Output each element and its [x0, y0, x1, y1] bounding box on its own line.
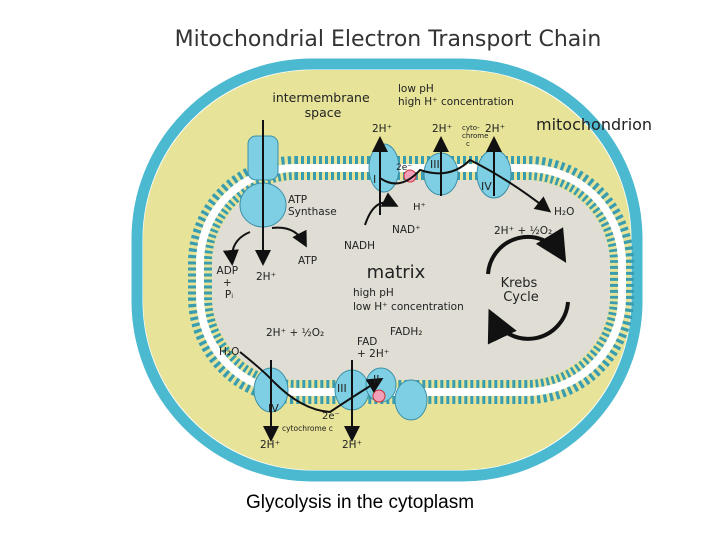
extra-complex-bottom — [394, 379, 428, 421]
cytochrome-c-top — [403, 169, 417, 183]
pi-label: Pᵢ — [225, 289, 233, 301]
cytochrome-c-bottom — [372, 389, 386, 403]
two-e-bottom-label: 2e⁻ — [322, 411, 340, 422]
two-h-matrix-label: 2H⁺ — [256, 271, 276, 283]
svg-text:high pH low H⁺ concentrati: high pH low H⁺ concentration — [353, 287, 464, 313]
high-ph-label: high pH — [353, 287, 394, 299]
complex-iv-top-label: IV — [481, 180, 492, 193]
complex-ii-bottom-label: II — [373, 373, 380, 386]
nadh-label: NADH — [344, 240, 375, 252]
intermembrane-label: intermembrane — [272, 90, 370, 105]
top-2h-1: 2H⁺ — [372, 123, 392, 135]
complex-i-top-label: I — [373, 173, 376, 186]
top-2h-3: 2H⁺ — [485, 123, 505, 135]
cycle-label: Cycle — [503, 290, 539, 305]
svg-text:cyto- chrome c: cyto- chrome c — [462, 124, 491, 148]
cytochrome-c-top-label-3: c — [466, 140, 470, 148]
low-h-concentration-label: low H⁺ concentration — [353, 301, 464, 313]
fad-label: FAD — [357, 336, 377, 348]
svg-text:intermembrane space: intermembrane space — [272, 90, 373, 120]
h-plus-label: H⁺ — [413, 202, 426, 213]
bottom-2h-1: 2H⁺ — [260, 439, 280, 451]
svg-text:low pH high H⁺ concentrati: low pH high H⁺ concentration — [398, 83, 514, 108]
bottom-2h-2: 2H⁺ — [342, 439, 362, 451]
atp-synthase-label-1: ATP — [288, 194, 307, 206]
krebs-label: Krebs — [501, 276, 538, 291]
adp-label: ADP — [217, 265, 239, 277]
nad-label: NAD⁺ — [392, 224, 421, 236]
svg-text:ADP + Pᵢ: ADP + Pᵢ — [217, 265, 242, 301]
high-h-concentration-label: high H⁺ concentration — [398, 96, 514, 108]
cytochrome-c-top-label-1: cyto- — [462, 124, 480, 132]
cytochrome-c-bottom-label: cytochrome c — [282, 424, 333, 433]
h2o-top-label: H₂O — [554, 206, 574, 218]
plus-label: + — [223, 277, 232, 289]
matrix-label: matrix — [367, 262, 426, 283]
mitochondrion-label: mitochondrion — [536, 115, 652, 134]
atp-label: ATP — [298, 255, 317, 267]
krebs-cycle-arrows — [486, 227, 570, 345]
space-label: space — [305, 105, 342, 120]
fadh2-label: FADH₂ — [390, 326, 422, 338]
two-e-top-label: 2e⁻ — [396, 163, 412, 173]
caption: Glycolysis in the cytoplasm — [245, 492, 475, 513]
svg-text:Krebs Cycle: Krebs Cycle — [501, 276, 542, 305]
atp-synthase-label-2: Synthase — [288, 206, 337, 218]
complex-iv-bottom-label: IV — [268, 402, 279, 415]
two-h-half-o2-bottom-label: 2H⁺ + ½O₂ — [266, 327, 324, 339]
h2o-bottom-label: H₂O — [219, 346, 239, 358]
cytochrome-c-top-label-2: chrome — [462, 132, 488, 140]
top-2h-2: 2H⁺ — [432, 123, 452, 135]
low-ph-label: low pH — [398, 83, 434, 95]
complex-iii-top-label: III — [430, 158, 440, 171]
svg-text:ATP Synthase: ATP Synthase — [288, 194, 337, 218]
diagram-title: Mitochondrial Electron Transport Chain — [175, 27, 602, 52]
arrows — [222, 120, 552, 442]
svg-text:FAD + 2H⁺: FAD + 2H⁺ — [357, 336, 389, 360]
complex-iii-bottom-label: III — [337, 382, 347, 395]
fad-2h-label: + 2H⁺ — [357, 348, 389, 360]
two-h-half-o2-top-label: 2H⁺ + ½O₂ — [494, 225, 552, 237]
outer-membrane — [131, 58, 643, 482]
